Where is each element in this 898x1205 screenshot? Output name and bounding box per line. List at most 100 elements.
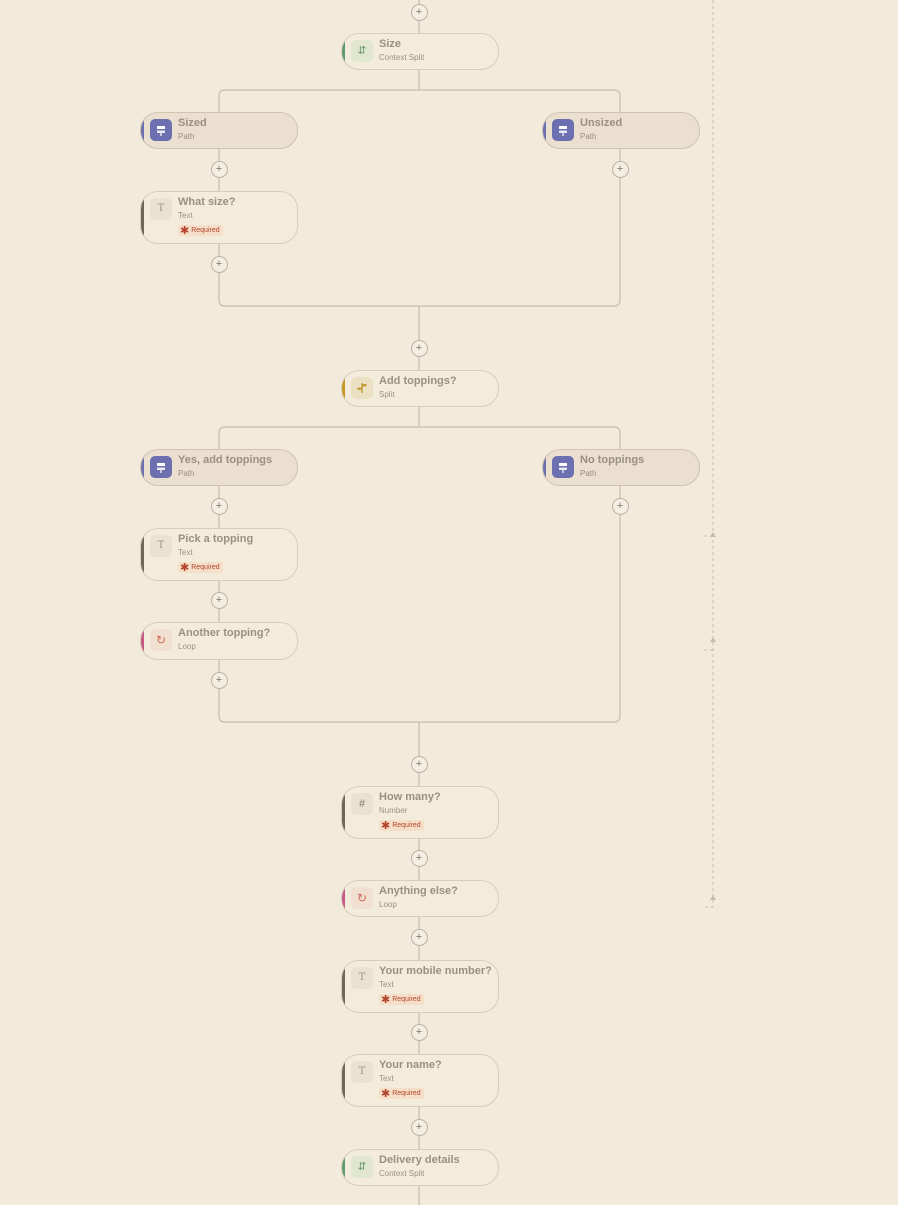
- node-title: Add toppings?: [379, 375, 457, 387]
- required-badge: ✱Required: [178, 562, 223, 574]
- node-type-stripe: [342, 1150, 345, 1185]
- required-label: Required: [392, 822, 421, 829]
- node-type-stripe: [141, 623, 144, 659]
- node-title: Sized: [178, 117, 207, 129]
- required-label: Required: [392, 1090, 421, 1097]
- node-title: Delivery details: [379, 1154, 460, 1166]
- add-step-button[interactable]: +: [210, 591, 228, 609]
- required-label: Required: [191, 564, 220, 571]
- add-step-button[interactable]: +: [410, 928, 428, 946]
- node-type-label: Loop: [178, 642, 196, 651]
- required-badge: ✱Required: [379, 994, 424, 1006]
- node-title: Size: [379, 38, 402, 50]
- add-step-button[interactable]: +: [210, 160, 228, 178]
- node-type-stripe: [342, 881, 345, 916]
- required-label: Required: [191, 227, 220, 234]
- node-title: What size?: [178, 196, 236, 208]
- loop-icon: ↻: [150, 629, 172, 651]
- add-step-button[interactable]: +: [410, 1023, 428, 1041]
- node-type-label: Context Split: [379, 53, 425, 62]
- add-toppings-node[interactable]: Add toppings? Split: [341, 370, 499, 407]
- node-title: Your name?: [379, 1059, 442, 1071]
- node-type-stripe: [141, 192, 144, 243]
- asterisk-icon: ✱: [180, 562, 190, 574]
- path-sign-icon: [150, 456, 172, 478]
- asterisk-icon: ✱: [381, 820, 391, 832]
- node-type-stripe: [342, 787, 345, 838]
- node-type-label: Path: [178, 132, 195, 141]
- add-step-button[interactable]: +: [611, 497, 629, 515]
- required-badge: ✱Required: [178, 225, 223, 237]
- node-type-stripe: [543, 450, 546, 485]
- node-title: Another topping?: [178, 627, 271, 639]
- another-topping-node[interactable]: ↻ Another topping? Loop: [140, 622, 298, 660]
- swap-vertical-icon: ⇵: [351, 40, 373, 62]
- mobile-number-node[interactable]: T Your mobile number? Text ✱Required: [341, 960, 499, 1013]
- connector: [218, 485, 621, 723]
- required-badge: ✱Required: [379, 820, 424, 832]
- text-type-icon: T: [351, 967, 373, 989]
- node-title: Yes, add toppings: [178, 454, 273, 466]
- hash-icon: #: [351, 793, 373, 815]
- add-step-button[interactable]: +: [410, 339, 428, 357]
- add-step-button[interactable]: +: [611, 160, 629, 178]
- node-type-label: Split: [379, 390, 395, 399]
- loop-arrow-icon: [710, 532, 716, 537]
- text-type-icon: T: [351, 1061, 373, 1083]
- swap-vertical-icon: ⇵: [351, 1156, 373, 1178]
- node-type-label: Text: [178, 548, 193, 557]
- node-type-stripe: [543, 113, 546, 148]
- add-step-button[interactable]: +: [210, 671, 228, 689]
- node-title: How many?: [379, 791, 441, 803]
- text-type-icon: T: [150, 198, 172, 220]
- loop-arrow-icon: [710, 637, 716, 642]
- add-step-button[interactable]: +: [210, 255, 228, 273]
- text-type-icon: T: [150, 535, 172, 557]
- signpost-icon: [351, 377, 373, 399]
- add-step-button[interactable]: +: [210, 497, 228, 515]
- loop-icon: ↻: [351, 887, 373, 909]
- what-size-node[interactable]: T What size? Text ✱Required: [140, 191, 298, 244]
- node-title: No toppings: [580, 454, 645, 466]
- node-type-label: Number: [379, 806, 408, 815]
- node-type-stripe: [342, 961, 345, 1012]
- node-type-stripe: [342, 34, 345, 69]
- node-type-stripe: [141, 113, 144, 148]
- add-step-button[interactable]: +: [410, 755, 428, 773]
- node-type-label: Loop: [379, 900, 397, 909]
- branch-line: [218, 89, 621, 112]
- add-step-button[interactable]: +: [410, 3, 428, 21]
- node-title: Anything else?: [379, 885, 458, 897]
- anything-else-node[interactable]: ↻ Anything else? Loop: [341, 880, 499, 917]
- node-title: Your mobile number?: [379, 965, 492, 977]
- loop-arrow-icon: [710, 895, 716, 900]
- path-sign-icon: [150, 119, 172, 141]
- asterisk-icon: ✱: [180, 225, 190, 237]
- node-type-label: Context Split: [379, 1169, 425, 1178]
- node-title: Pick a topping: [178, 533, 254, 545]
- branch-line: [218, 426, 621, 449]
- node-type-label: Path: [580, 132, 597, 141]
- add-step-button[interactable]: +: [410, 1118, 428, 1136]
- node-type-label: Path: [178, 469, 195, 478]
- asterisk-icon: ✱: [381, 994, 391, 1006]
- how-many-node[interactable]: # How many? Number ✱Required: [341, 786, 499, 839]
- add-step-button[interactable]: +: [410, 849, 428, 867]
- node-title: Unsized: [580, 117, 623, 129]
- node-type-stripe: [342, 371, 345, 406]
- path-sign-icon: [552, 119, 574, 141]
- asterisk-icon: ✱: [381, 1088, 391, 1100]
- node-type-label: Path: [580, 469, 597, 478]
- node-type-stripe: [141, 450, 144, 485]
- node-type-label: Text: [178, 211, 193, 220]
- node-type-label: Text: [379, 980, 394, 989]
